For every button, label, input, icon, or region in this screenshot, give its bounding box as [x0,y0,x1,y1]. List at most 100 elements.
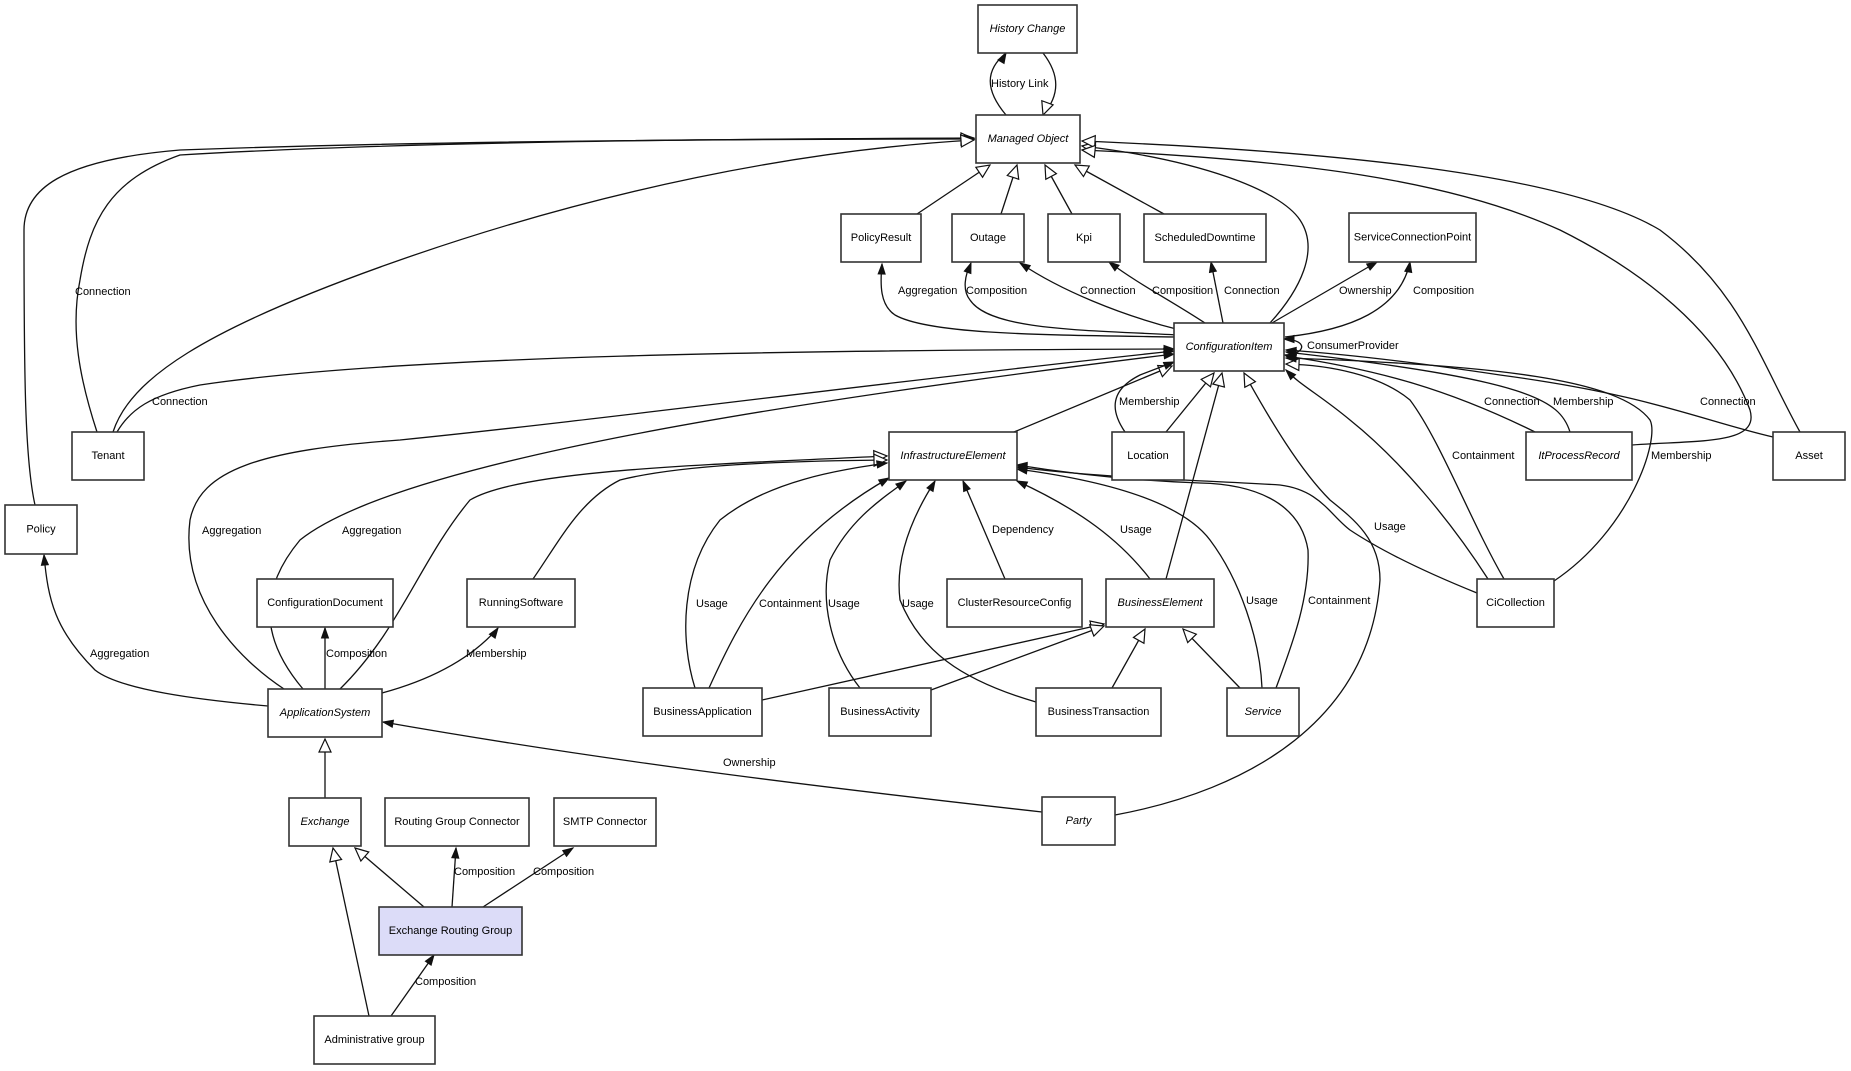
edge-tenant-to-managed-object-connection[interactable] [75,133,976,433]
node-label: BusinessTransaction [1048,706,1150,718]
edge-it-process-record-to-managed-object-inheritance[interactable] [1080,144,1752,446]
association-arrowhead-icon [1282,334,1295,344]
node-application-system[interactable]: ApplicationSystem [267,688,383,738]
node-it-process-record[interactable]: ItProcessRecord [1525,431,1633,481]
edge-administrative-group-to-exchange-routing-group-composition[interactable] [390,953,435,1017]
edge-outage-to-managed-object-inheritance[interactable] [1000,163,1020,215]
edge-configuration-item-to-kpi-composition[interactable] [1107,261,1206,324]
node-business-element[interactable]: BusinessElement [1105,578,1215,628]
edge-cluster-resource-config-to-infrastructure-element-dependency[interactable] [962,479,1006,580]
edge-ci-collection-to-infrastructure-element-usage[interactable] [1015,463,1478,594]
edge-business-element-to-infrastructure-element-usage[interactable] [1015,480,1151,580]
edge-line [1285,349,1774,438]
edge-configuration-item-to-outage-connection[interactable] [1018,262,1181,331]
inheritance-arrowhead-icon [1080,144,1097,159]
node-configuration-document[interactable]: ConfigurationDocument [256,578,394,628]
edge-asset-to-configuration-item-connection[interactable] [1284,346,1774,438]
edge-application-system-to-configuration-document-composition[interactable] [320,626,330,689]
edge-administrative-group-to-exchange-inheritance[interactable] [329,846,370,1017]
edge-application-system-to-infrastructure-element-inheritance[interactable] [339,449,889,690]
edge-ci-collection-to-configuration-item-inheritance[interactable] [1284,357,1505,580]
association-arrowhead-icon [561,847,575,858]
node-location[interactable]: Location [1111,431,1185,481]
edge-configuration-item-to-policy-result-aggregation[interactable] [877,262,1179,338]
node-business-application[interactable]: BusinessApplication [642,687,763,737]
edge-application-system-to-running-software-membership[interactable] [381,626,499,694]
node-scheduled-downtime[interactable]: ScheduledDowntime [1143,213,1267,263]
edge-scheduled-downtime-to-managed-object-inheritance[interactable] [1073,164,1165,215]
edge-party-to-configuration-item-inheritance[interactable] [1114,371,1381,816]
edge-it-process-record-to-configuration-item-membership[interactable] [1284,349,1571,433]
node-service[interactable]: Service [1226,687,1300,737]
edge-location-to-configuration-item-membership[interactable] [1114,361,1176,433]
edge-configuration-item-to-service-connection-point-composition[interactable] [1284,260,1413,338]
node-running-software[interactable]: RunningSoftware [466,578,576,628]
edge-ci-collection-to-configuration-item-membership[interactable] [1284,354,1653,582]
edge-configuration-item-to-scheduled-downtime-connection[interactable] [1208,260,1224,324]
node-label: ApplicationSystem [279,707,371,719]
edge-ci-collection-to-configuration-item-containment[interactable] [1284,368,1489,580]
edge-tenant-to-managed-object-inheritance[interactable] [112,134,976,433]
edge-it-process-record-to-configuration-item-connection[interactable] [1284,353,1536,433]
edge-line [1016,468,1263,689]
edge-exchange-routing-group-to-smtp-connector-composition[interactable] [482,847,575,908]
edge-configuration-item-to-outage-composition[interactable] [963,261,1181,336]
node-routing-group-connector[interactable]: Routing Group Connector [384,797,530,847]
edge-application-system-to-policy-aggregation[interactable] [40,553,269,707]
node-outage[interactable]: Outage [951,213,1025,263]
node-kpi[interactable]: Kpi [1047,213,1121,263]
edge-service-to-business-element-inheritance[interactable] [1182,627,1241,689]
inheritance-arrowhead-icon [1211,371,1226,388]
node-box [1226,687,1300,737]
edge-configuration-item-to-service-connection-point-ownership[interactable] [1271,261,1379,324]
node-administrative-group[interactable]: Administrative group [313,1015,436,1065]
edge-business-transaction-to-infrastructure-element-usage[interactable] [898,479,1037,703]
edge-exchange-to-application-system-inheritance[interactable] [318,737,332,798]
edge-party-to-application-system-ownership[interactable] [381,719,1043,813]
node-exchange[interactable]: Exchange [288,797,362,847]
edge-line [761,623,1105,701]
node-cluster-resource-config[interactable]: ClusterResourceConfig [946,578,1083,628]
node-history-change[interactable]: History Change [977,4,1078,54]
node-ci-collection[interactable]: CiCollection [1476,578,1555,628]
node-box [553,797,657,847]
edge-business-activity-to-business-element-inheritance[interactable] [930,624,1106,691]
edge-exchange-routing-group-to-exchange-inheritance[interactable] [353,847,425,908]
node-asset[interactable]: Asset [1772,431,1846,481]
node-configuration-item[interactable]: ConfigurationItem [1173,322,1285,372]
edge-kpi-to-managed-object-inheritance[interactable] [1044,163,1073,215]
node-business-activity[interactable]: BusinessActivity [828,687,932,737]
node-tenant[interactable]: Tenant [71,431,145,481]
node-managed-object[interactable]: Managed Object [975,114,1081,164]
edge-label: Containment [759,598,821,610]
edge-tenant-to-configuration-item-connection[interactable] [116,344,1176,433]
edge-history-change-to-managed-object-inheritance[interactable] [1041,52,1057,117]
edge-business-application-to-infrastructure-element-usage[interactable] [685,460,889,689]
node-smtp-connector[interactable]: SMTP Connector [553,797,657,847]
edge-application-system-to-configuration-item-aggregation[interactable] [188,347,1176,690]
node-infrastructure-element[interactable]: InfrastructureElement [888,431,1018,481]
node-policy[interactable]: Policy [4,504,78,555]
edge-policy-result-to-managed-object-inheritance[interactable] [916,164,992,215]
edge-location-to-configuration-item-inheritance[interactable] [1165,371,1215,433]
edge-business-element-to-configuration-item-inheritance[interactable] [1165,371,1226,580]
edge-business-transaction-to-business-element-inheritance[interactable] [1111,627,1146,689]
edge-line [381,627,499,694]
edge-policy-to-managed-object-inheritance[interactable] [23,132,976,506]
edge-service-to-infrastructure-element-containment[interactable] [1015,461,1309,689]
edge-business-activity-to-infrastructure-element-usage[interactable] [825,480,908,689]
edge-managed-object-to-history-change-history-link[interactable] [989,51,1007,116]
edge-asset-to-managed-object-inheritance[interactable] [1080,134,1801,433]
edge-business-application-to-infrastructure-element-containment[interactable] [708,477,891,689]
inheritance-arrowhead-icon [1182,627,1198,644]
association-arrowhead-icon [1107,261,1120,272]
node-service-connection-point[interactable]: ServiceConnectionPoint [1348,212,1477,263]
edge-configuration-item-to-configuration-item-consumerprovider[interactable] [1282,334,1303,356]
edge-exchange-routing-group-to-routing-group-connector-composition[interactable] [451,846,460,908]
edge-running-software-to-infrastructure-element-inheritance[interactable] [532,453,889,580]
node-policy-result[interactable]: PolicyResult [840,213,922,263]
node-party[interactable]: Party [1041,796,1116,846]
node-business-transaction[interactable]: BusinessTransaction [1035,687,1162,737]
node-exchange-routing-group[interactable]: Exchange Routing Group [378,906,523,956]
